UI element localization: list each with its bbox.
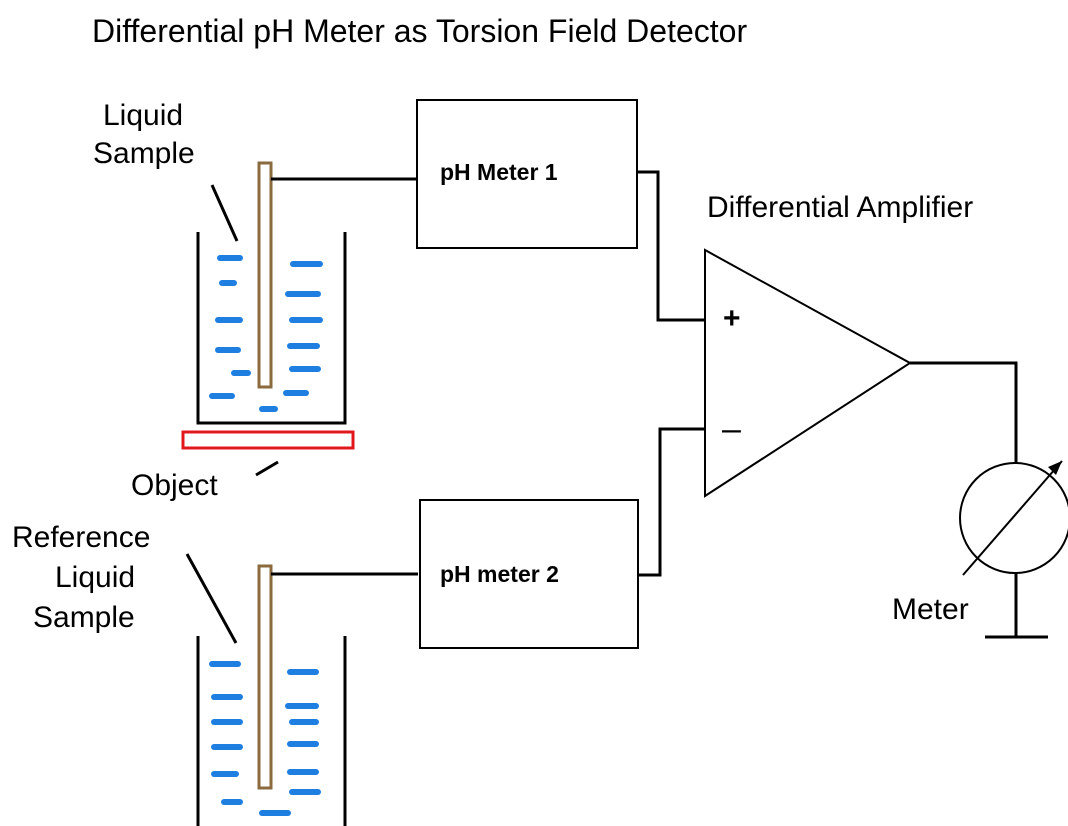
reference-label-line2: Liquid bbox=[55, 561, 135, 594]
differential-amplifier: + – bbox=[704, 248, 912, 498]
reference-liquid bbox=[209, 661, 321, 816]
amplifier-label: Differential Amplifier bbox=[707, 191, 973, 224]
reference-electrode bbox=[257, 564, 273, 790]
wire-meter1-to-plus bbox=[637, 170, 706, 322]
object-pointer-line bbox=[255, 460, 279, 477]
sample-liquid bbox=[209, 255, 323, 412]
object-label: Object bbox=[131, 469, 218, 502]
reference-pointer-line bbox=[185, 553, 238, 644]
ph-meter-2-label: pH meter 2 bbox=[440, 561, 559, 587]
reference-beaker-outline bbox=[196, 636, 347, 826]
reference-label-line3: Sample bbox=[33, 601, 135, 634]
meter-arrowhead-icon bbox=[1048, 461, 1062, 475]
ph-meter-2: pH meter 2 bbox=[419, 499, 639, 649]
liquid-sample-pointer-line bbox=[210, 184, 239, 242]
liquid-sample-label-line1: Liquid bbox=[103, 99, 183, 132]
ph-meter-2-box bbox=[419, 499, 639, 649]
reference-label-line1: Reference bbox=[12, 521, 150, 554]
plus-input-sign: + bbox=[723, 302, 741, 335]
ph-meter-1-label: pH Meter 1 bbox=[440, 159, 558, 185]
meter-circle-icon bbox=[959, 462, 1068, 574]
amplifier-triangle bbox=[704, 248, 912, 498]
ph-meter-1: pH Meter 1 bbox=[416, 99, 638, 249]
meter-label: Meter bbox=[892, 593, 969, 626]
meter-needle-arrow-icon bbox=[962, 460, 1063, 576]
sample-electrode bbox=[257, 161, 273, 389]
reference-beaker bbox=[196, 564, 347, 826]
object-plate bbox=[181, 430, 355, 450]
sample-beaker bbox=[196, 161, 347, 425]
wire-meter2-to-minus bbox=[638, 427, 706, 577]
liquid-sample-label-line2: Sample bbox=[93, 137, 195, 170]
wire-amplifier-output bbox=[910, 361, 1018, 463]
output-meter bbox=[959, 460, 1068, 576]
ph-meter-1-box bbox=[416, 99, 638, 249]
sample-beaker-outline bbox=[196, 232, 347, 425]
minus-input-sign: – bbox=[722, 410, 741, 448]
diagram-title: Differential pH Meter as Torsion Field D… bbox=[92, 13, 747, 49]
